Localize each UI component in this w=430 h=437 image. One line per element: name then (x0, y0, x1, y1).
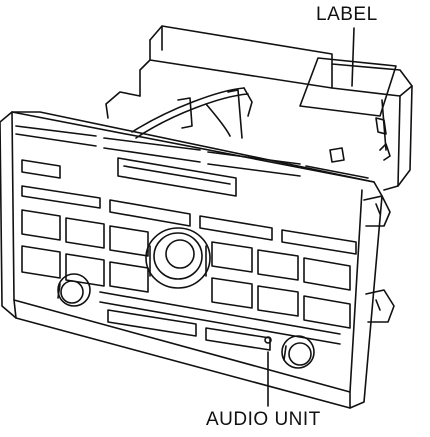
audio-unit-callout: AUDIO UNIT (206, 409, 321, 430)
label-leader-line (351, 27, 355, 87)
left-knob (57, 273, 91, 307)
right-knob (281, 335, 315, 369)
label-callout: LABEL (316, 4, 378, 25)
center-knob (145, 227, 211, 289)
cd-slot (117, 157, 237, 197)
button-grid (21, 159, 357, 351)
rear-chassis (105, 25, 413, 191)
front-faceplate (0, 111, 383, 409)
top-ribs (15, 125, 369, 179)
leader-lines (264, 27, 355, 407)
label-sticker (299, 57, 397, 117)
wire-harness (131, 87, 253, 139)
mounting-brackets (363, 195, 395, 323)
